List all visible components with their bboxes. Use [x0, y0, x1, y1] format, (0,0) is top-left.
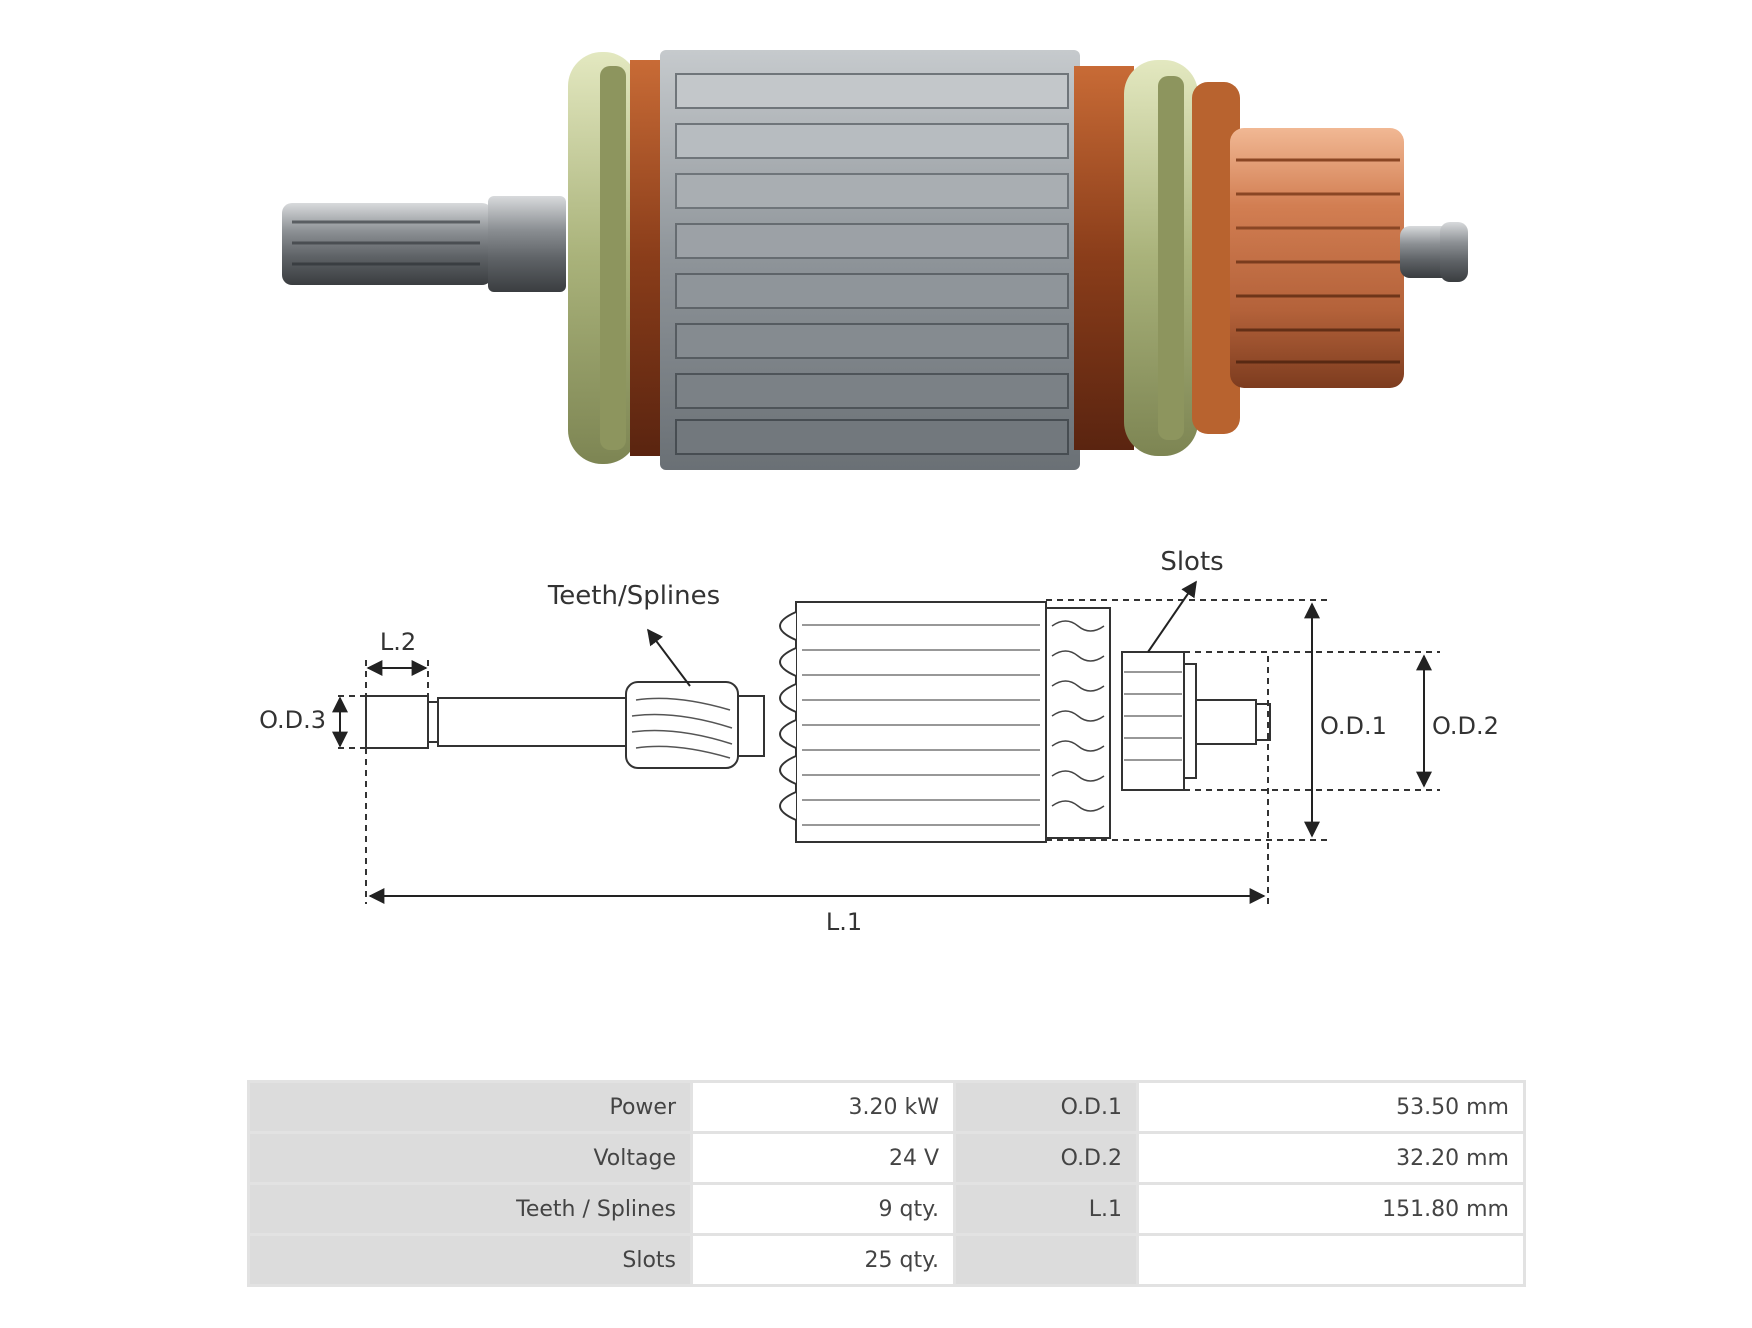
spec-value: 24 V	[693, 1134, 953, 1182]
commutator	[1230, 128, 1404, 388]
table-row: Voltage 24 V O.D.2 32.20 mm	[250, 1134, 1523, 1182]
spec-value: 3.20 kW	[693, 1083, 953, 1131]
spline-lines	[631, 697, 733, 759]
armature-photo	[282, 50, 1468, 470]
l1-label: L.1	[826, 908, 862, 936]
bearing-collar-outline	[737, 695, 765, 757]
specs-table: Power 3.20 kW O.D.1 53.50 mm Voltage 24 …	[247, 1080, 1526, 1287]
od1-label: O.D.1	[1320, 712, 1387, 740]
dimension-drawing: Teeth/Splines Slots L.2 O.D.3 L.1 O.D.1 …	[259, 547, 1499, 936]
commutator-bars	[1124, 671, 1182, 761]
l2-label: L.2	[380, 628, 416, 656]
spec-label	[956, 1236, 1136, 1284]
slots-label: Slots	[1160, 547, 1223, 577]
insulator-ring-left	[568, 52, 638, 464]
spec-label: O.D.2	[956, 1134, 1136, 1182]
slots-leader	[1147, 580, 1197, 653]
spec-value	[1139, 1236, 1523, 1284]
core-outline	[795, 601, 1047, 843]
spec-value: 9 qty.	[693, 1185, 953, 1233]
spec-label: O.D.1	[956, 1083, 1136, 1131]
shaft-end-cap-outline	[1255, 703, 1271, 741]
splined-shaft	[282, 196, 566, 292]
spec-label: Power	[250, 1083, 690, 1131]
teeth-splines-label: Teeth/Splines	[547, 581, 720, 611]
extension-lines	[338, 599, 1440, 904]
spec-value: 53.50 mm	[1139, 1083, 1523, 1131]
windings-pattern	[1051, 620, 1105, 812]
shaft-neck-outline	[427, 701, 439, 743]
windings-outline	[1045, 607, 1111, 839]
core-lamination-lines	[802, 624, 1040, 826]
teeth-splines-leader	[647, 628, 691, 687]
insulator-ring-right	[1124, 60, 1198, 456]
end-turns-left	[779, 611, 797, 821]
spec-value: 151.80 mm	[1139, 1185, 1523, 1233]
spec-label: Teeth / Splines	[250, 1185, 690, 1233]
commutator-risers	[1192, 82, 1240, 434]
spec-label: Slots	[250, 1236, 690, 1284]
shaft-body-outline	[437, 697, 627, 747]
dimension-arrows	[332, 580, 1432, 904]
table-row: Slots 25 qty.	[250, 1236, 1523, 1284]
spec-label: L.1	[956, 1185, 1136, 1233]
shaft-end	[1400, 222, 1468, 282]
laminated-core	[660, 50, 1080, 470]
spec-value: 32.20 mm	[1139, 1134, 1523, 1182]
table-row: Teeth / Splines 9 qty. L.1 151.80 mm	[250, 1185, 1523, 1233]
commutator-outline	[1121, 651, 1185, 791]
spec-label: Voltage	[250, 1134, 690, 1182]
shaft-end-outline	[1195, 699, 1257, 745]
commutator-flange-outline	[1183, 663, 1197, 779]
table-row: Power 3.20 kW O.D.1 53.50 mm	[250, 1083, 1523, 1131]
od3-label: O.D.3	[259, 706, 326, 734]
od2-label: O.D.2	[1432, 712, 1499, 740]
shaft-tip-outline	[365, 695, 429, 749]
spec-value: 25 qty.	[693, 1236, 953, 1284]
